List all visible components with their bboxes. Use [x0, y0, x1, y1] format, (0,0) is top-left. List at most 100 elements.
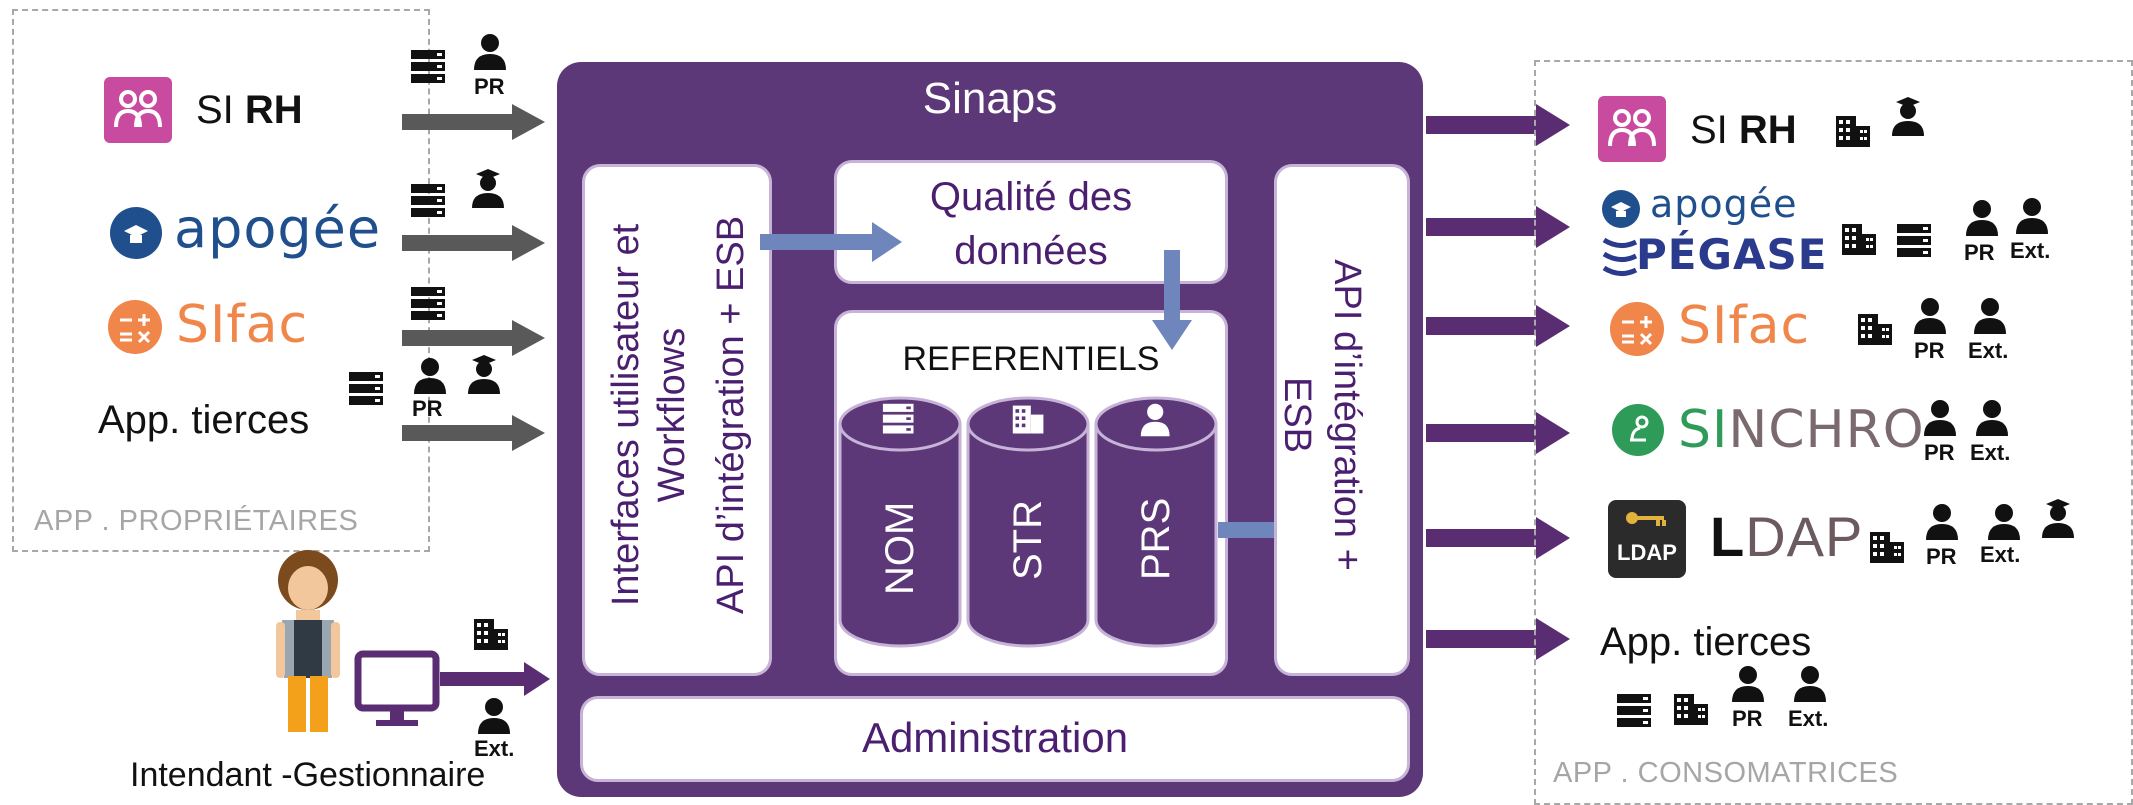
apogee-right-word: apogée: [1650, 182, 1798, 226]
intendant-avatar: [276, 550, 340, 732]
person-icon: [2016, 198, 2048, 234]
pr-tag: PR: [1926, 544, 1957, 569]
sirh-bold: RH: [244, 88, 303, 132]
sirh-prefix: SI: [196, 88, 245, 132]
arrow-api-to-quality: [760, 222, 902, 262]
consommatrices-label: APP . CONSOMATRICES: [1553, 757, 1899, 789]
sirh-logo-icon: [104, 77, 172, 143]
pr-tag: PR: [1924, 440, 1955, 465]
ui-api-panel: [582, 164, 772, 676]
ldap-badge-text: LDAP: [1617, 540, 1677, 565]
sinchro-word: SINCHRO: [1678, 400, 1925, 460]
ext-tag: Ext.: [1970, 440, 2011, 465]
apogee-logo-icon: [1602, 190, 1640, 228]
building-icon: [1836, 116, 1870, 147]
arrows-right-out: [1426, 104, 1570, 660]
sirh-bold: RH: [1738, 108, 1797, 152]
person-icon: [1974, 298, 2006, 334]
person-icon: [1140, 403, 1170, 437]
proprietaires-group: [12, 9, 430, 552]
sifac-logo-icon: [108, 300, 162, 354]
api-right-panel: [1274, 164, 1410, 676]
building-icon: [1858, 314, 1892, 345]
person-icon: [1924, 400, 1956, 436]
quality-panel: [834, 160, 1228, 284]
admin-label: Administration: [861, 714, 1129, 761]
pegase-swoosh-icon: [1602, 237, 1638, 276]
ldap-l: L: [1710, 505, 1746, 568]
intendant-caption: Intendant -Gestionnaire: [130, 756, 486, 794]
pr-tag: PR: [1914, 338, 1945, 363]
graduate-icon: [1892, 97, 1924, 136]
building-icon: [1842, 224, 1876, 255]
ext-tag: Ext.: [1980, 542, 2021, 567]
sirh-logo-icon: [1598, 96, 1666, 162]
building-icon: [1674, 694, 1708, 725]
arrow-out-sifac: [1426, 305, 1570, 347]
arrow-tierces-in: [402, 415, 545, 451]
building-icon: [1870, 532, 1904, 563]
sirh-prefix: SI: [1690, 108, 1739, 152]
cylinder-str: [966, 396, 1090, 648]
pr-tag: PR: [412, 396, 443, 421]
arrow-out-ldap: [1426, 517, 1570, 559]
apogee-logo-icon: [110, 207, 162, 259]
admin-panel: [580, 696, 1410, 782]
internal-arrows: [760, 222, 1326, 550]
server-icon: [1897, 224, 1931, 257]
arrow-out-tierces: [1426, 618, 1570, 660]
sirh-right-name: SI RH: [1690, 108, 1797, 153]
person-icon: [1732, 666, 1764, 702]
person-icon: [1914, 298, 1946, 334]
server-icon: [1617, 694, 1651, 727]
ext-tag: Ext.: [2010, 238, 2051, 263]
arrow-quality-to-ref: [1152, 250, 1192, 350]
pr-tag: PR: [1732, 706, 1763, 731]
arrows-left-in: [402, 104, 550, 696]
arrow-sirh-in: [402, 104, 545, 140]
arrow-out-sirh: [1426, 104, 1570, 146]
sifac-right-word: SIfac: [1678, 296, 1811, 356]
tierces-right-name: App. tierces: [1600, 620, 1812, 664]
proprietaires-label: APP . PROPRIÉTAIRES: [34, 505, 359, 537]
sinchro-rest: NCHRO: [1728, 400, 1925, 460]
cylinder-nom: [838, 396, 962, 648]
pr-tag: PR: [474, 74, 505, 99]
consommatrices-group: [1534, 60, 2133, 805]
ext-tag: Ext.: [474, 736, 515, 761]
person-icon: [1966, 200, 1998, 236]
ldap-badge-icon: LDAP: [1608, 500, 1686, 578]
pegase-word: PÉGASE: [1636, 230, 1828, 279]
arrow-out-apogee: [1426, 206, 1570, 248]
sinchro-si: SI: [1678, 400, 1729, 460]
arrow-user-in: [440, 662, 550, 696]
person-icon: [1976, 400, 2008, 436]
sirh-left-name: SI RH: [196, 88, 303, 133]
sifac-left-word: SIfac: [176, 295, 309, 355]
tierces-left-name: App. tierces: [98, 398, 310, 442]
ext-tag: Ext.: [1968, 338, 2009, 363]
server-icon: [882, 403, 914, 434]
arrow-apogee-in: [402, 225, 545, 261]
building-icon: [1012, 405, 1044, 434]
person-icon: [1988, 504, 2020, 540]
cylinders: [838, 396, 1218, 648]
sifac-logo-icon: [1610, 302, 1664, 356]
pr-tag: PR: [1964, 240, 1995, 265]
ldap-rest: DAP: [1745, 505, 1864, 568]
computer-icon: [354, 650, 440, 726]
ext-tag: Ext.: [1788, 706, 1829, 731]
sinchro-logo-icon: [1612, 404, 1664, 456]
person-icon: [1926, 504, 1958, 540]
arrow-out-sinchro: [1426, 412, 1570, 454]
ldap-word: LDAP: [1710, 504, 1863, 569]
api-right-label: API d’intégration + ESB: [1276, 259, 1368, 571]
referentiels-label: REFERENTIELS: [902, 340, 1160, 378]
quality-label: Qualité des données: [929, 175, 1133, 273]
graduate-icon: [2042, 499, 2074, 538]
person-icon: [1794, 666, 1826, 702]
cylinder-prs: [1094, 396, 1218, 648]
apogee-left-word: apogée: [174, 197, 382, 260]
sinaps-title: Sinaps: [922, 74, 1058, 123]
arrow-sifac-in: [402, 320, 545, 356]
